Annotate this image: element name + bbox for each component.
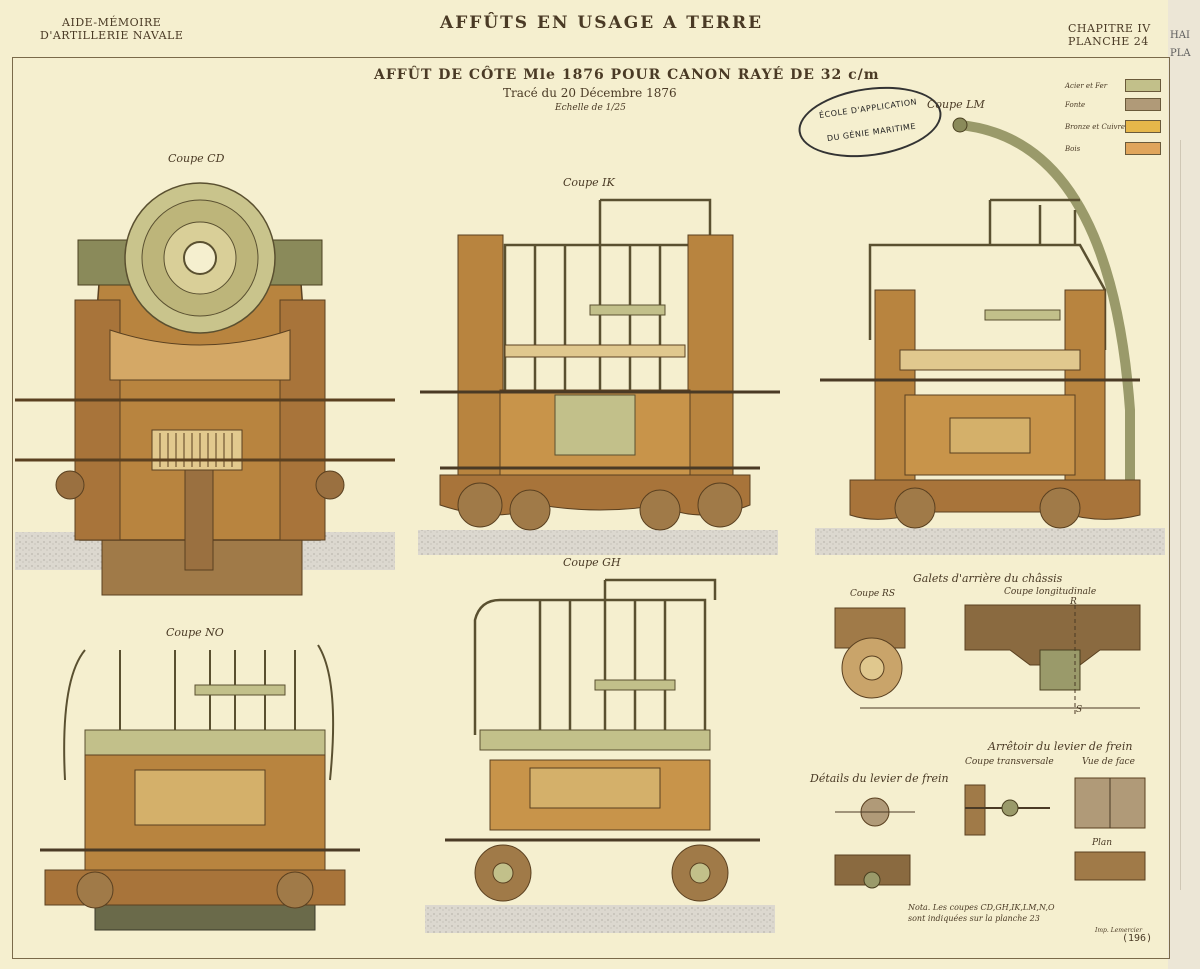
view-coupe-cd	[15, 182, 395, 596]
label-details-levier: Détails du levier de frein	[810, 772, 949, 785]
plate-scale: Echelle de 1/25	[555, 103, 626, 113]
legend-swatch-castiron	[1125, 98, 1161, 111]
plate-title: AFFÛT DE CÔTE Mle 1876 POUR CANON RAYÉ D…	[374, 67, 880, 83]
label-coupe-transversale: Coupe transversale	[965, 757, 1054, 767]
view-coupe-ik	[418, 198, 780, 555]
label-coupe-ik: Coupe IK	[563, 176, 615, 189]
nota-line2: sont indiquées sur la planche 23	[908, 914, 1040, 923]
adjacent-page-edge	[1180, 140, 1181, 890]
header-left: AIDE-MÉMOIRE D'ARTILLERIE NAVALE	[40, 16, 183, 42]
printer-credit: Imp. Lemercier	[1095, 927, 1143, 934]
drawing-frame	[12, 57, 1170, 959]
label-r: R	[1070, 597, 1077, 607]
label-galets: Galets d'arrière du châssis	[913, 572, 1063, 585]
adjacent-page-strip: HAI PLA	[1168, 0, 1200, 969]
adjacent-page-text-b: PLA	[1170, 48, 1191, 59]
header-left-line1: AIDE-MÉMOIRE	[62, 16, 162, 29]
label-vue-de-face: Vue de face	[1082, 757, 1135, 767]
label-coupe-cd: Coupe CD	[168, 152, 225, 165]
label-plan: Plan	[1092, 838, 1113, 848]
page-number: (196)	[1122, 933, 1153, 944]
detail-frein	[834, 777, 1146, 889]
legend-swatch-steel	[1125, 79, 1161, 92]
label-coupe-lm: Coupe LM	[927, 98, 985, 111]
detail-galets	[834, 604, 1141, 715]
legend-label-steel: Acier et Fer	[1065, 82, 1108, 90]
header-left-line2: D'ARTILLERIE NAVALE	[40, 29, 184, 42]
label-s: S	[1076, 705, 1083, 715]
nota-line1: Nota. Les coupes CD,GH,IK,LM,N,O	[908, 903, 1055, 912]
legend-label-castiron: Fonte	[1065, 101, 1086, 109]
view-coupe-gh	[425, 578, 775, 933]
legend-label-bronze: Bronze et Cuivre	[1065, 123, 1125, 131]
chapter-label: CHAPITRE IV	[1068, 22, 1151, 35]
nota-note: Nota. Les coupes CD,GH,IK,LM,N,O sont in…	[908, 902, 1055, 924]
view-coupe-lm	[815, 117, 1165, 555]
legend-swatch-wood	[1125, 142, 1161, 155]
view-coupe-no	[40, 644, 360, 931]
plate-number: PLANCHE 24	[1068, 35, 1149, 48]
legend-label-wood: Bois	[1065, 145, 1081, 153]
plate-date: Tracé du 20 Décembre 1876	[503, 86, 677, 100]
label-coupe-no: Coupe NO	[166, 626, 224, 639]
header-right: CHAPITRE IV PLANCHE 24	[1068, 22, 1151, 48]
adjacent-page-text-a: HAI	[1170, 30, 1190, 41]
header-center-title: AFFÛTS EN USAGE A TERRE	[440, 13, 764, 33]
legend-swatch-bronze	[1125, 120, 1161, 133]
label-coupe-gh: Coupe GH	[563, 556, 621, 569]
label-coupe-rs: Coupe RS	[850, 589, 895, 599]
label-coupe-longitudinale: Coupe longitudinale	[1004, 587, 1097, 597]
label-arretoir: Arrêtoir du levier de frein	[988, 740, 1133, 753]
